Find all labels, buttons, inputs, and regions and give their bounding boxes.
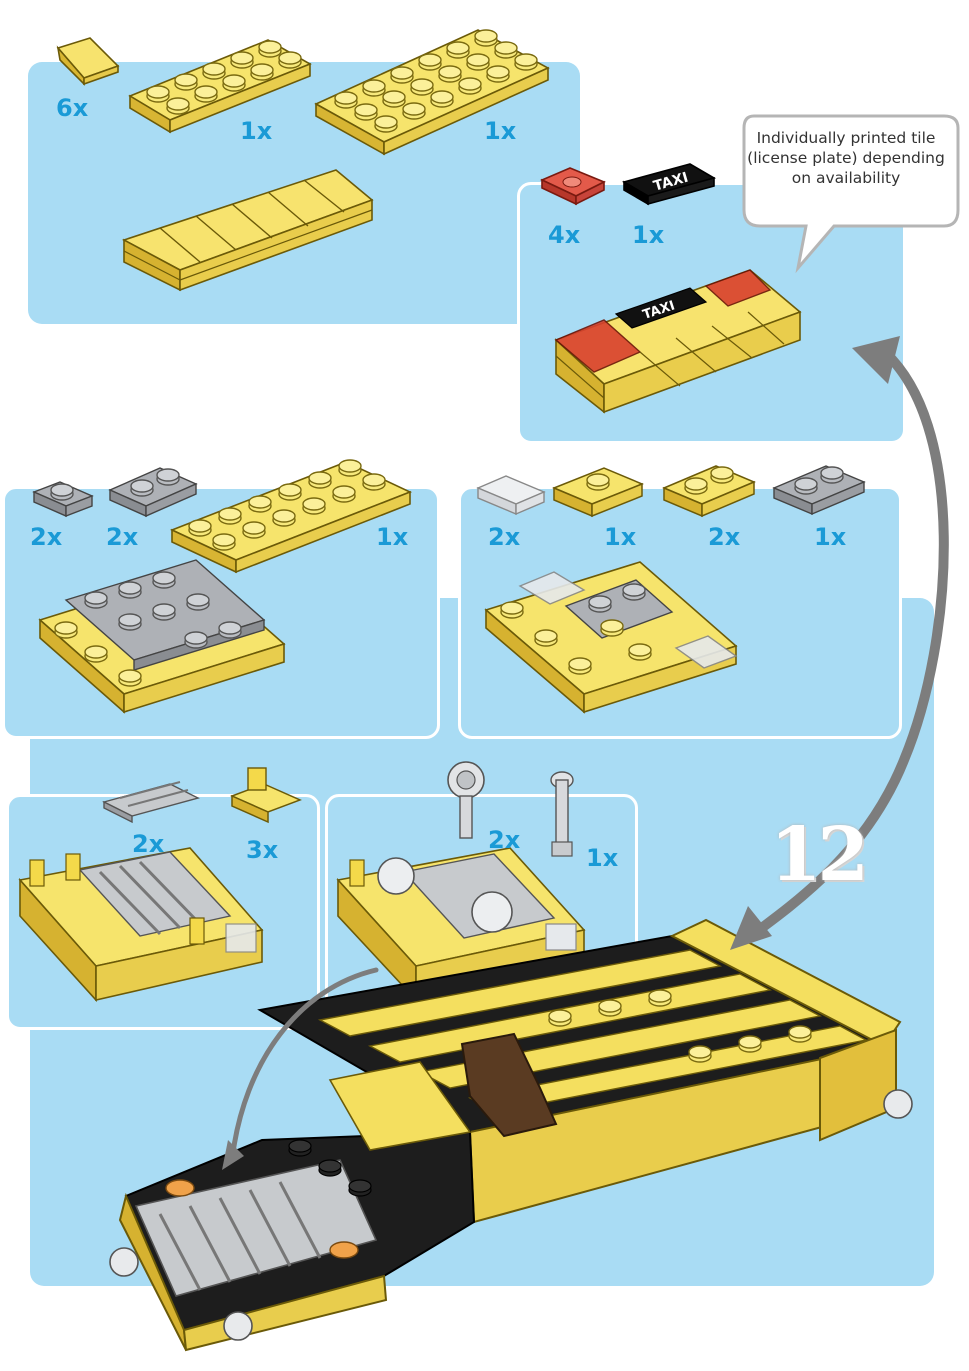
qty-yellow-1x2: 2x bbox=[708, 523, 741, 551]
qty-gray-1x2: 2x bbox=[106, 523, 139, 551]
qty-headlight-bracket: 2x bbox=[488, 826, 521, 854]
qty-slope-brick: 6x bbox=[56, 94, 89, 122]
roof-slope-assembly bbox=[121, 169, 374, 292]
yellow-plate-1x2 bbox=[662, 465, 756, 518]
qty-plate-2x6: 1x bbox=[240, 117, 273, 145]
callout-text: Individually printed tile (license plate… bbox=[747, 129, 945, 187]
gray-plate-1x2-b bbox=[772, 465, 866, 516]
qty-plate-2x6-b: 1x bbox=[376, 523, 409, 551]
trans-red-tile bbox=[540, 167, 606, 206]
floor-left-assembly bbox=[38, 559, 286, 714]
plate-4x6-yellow bbox=[314, 29, 550, 156]
gray-plate-1x2 bbox=[108, 467, 198, 518]
qty-taxi-tile: 1x bbox=[632, 221, 665, 249]
yellow-clip-plate bbox=[230, 767, 302, 824]
plate-2x6-yellow-b bbox=[169, 459, 413, 574]
gray-plate-1x1 bbox=[32, 481, 94, 518]
qty-jumper-plate: 1x bbox=[604, 523, 637, 551]
qty-clip-plate: 3x bbox=[246, 836, 279, 864]
taxi-chassis bbox=[109, 918, 913, 1352]
grille-assembly bbox=[18, 847, 264, 1003]
step-number: 12 bbox=[770, 812, 869, 898]
slope-brick-small bbox=[56, 37, 120, 86]
taxi-license-tile: TAXI bbox=[621, 163, 717, 206]
trans-clear-tile bbox=[476, 475, 546, 516]
callout-bubble bbox=[742, 114, 960, 274]
gray-grille-tile bbox=[102, 781, 200, 824]
plate-2x6-yellow bbox=[128, 39, 312, 134]
qty-gray-1x1: 2x bbox=[30, 523, 63, 551]
headlight-bracket bbox=[447, 761, 485, 839]
antenna-bar bbox=[550, 771, 574, 857]
arrow-roof-to-car bbox=[730, 336, 949, 950]
qty-grille-tile: 2x bbox=[132, 830, 165, 858]
arrow-headlights-to-hood bbox=[222, 967, 379, 1170]
qty-plate-4x6: 1x bbox=[484, 117, 517, 145]
qty-trans-clear-tile: 2x bbox=[488, 523, 521, 551]
roof-light-assembly: TAXI bbox=[554, 269, 802, 414]
qty-antenna-bar: 1x bbox=[586, 844, 619, 872]
floor-right-assembly bbox=[484, 561, 738, 714]
yellow-jumper-plate bbox=[552, 467, 644, 518]
qty-trans-red-tile: 4x bbox=[548, 221, 581, 249]
qty-gray-1x2-b: 1x bbox=[814, 523, 847, 551]
headlight-assembly bbox=[336, 847, 586, 1003]
